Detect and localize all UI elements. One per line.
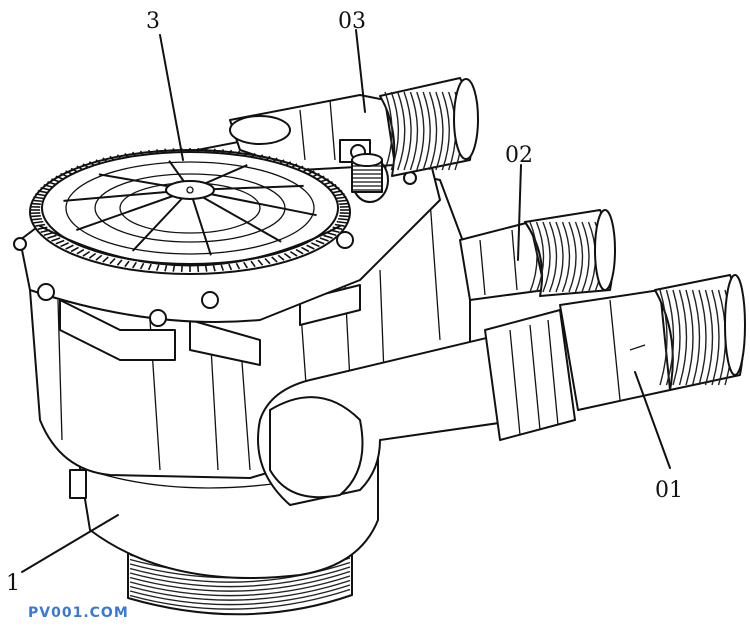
label-part-3: 3 (146, 9, 160, 34)
label-port-03: 03 (338, 9, 366, 34)
label-part-1: 1 (6, 571, 20, 596)
label-port-01: 01 (655, 478, 683, 503)
watermark-text: PV001.COM (28, 605, 129, 621)
leader-lines (21, 29, 671, 573)
port-01 (257, 274, 746, 506)
pinion-gear (351, 153, 383, 193)
gear-wheel (29, 148, 351, 275)
label-port-02: 02 (505, 143, 533, 168)
port-02 (459, 209, 616, 301)
port-03 (229, 77, 479, 203)
